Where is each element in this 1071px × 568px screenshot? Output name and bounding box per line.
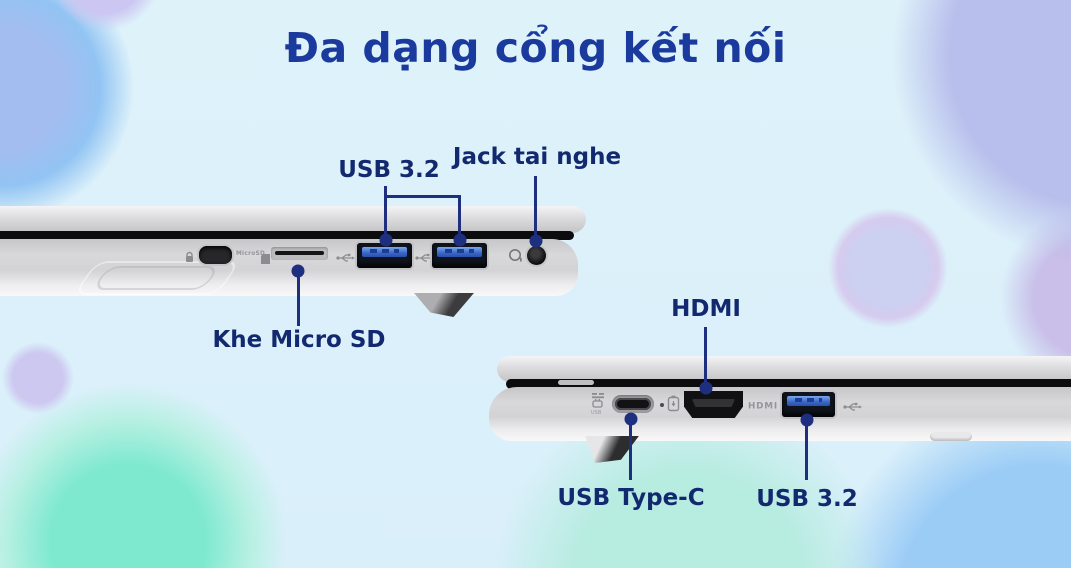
usb-a-port-2 [432, 243, 487, 268]
callout-line [458, 195, 461, 237]
microsd-card-slot [271, 247, 328, 260]
usb-a-port-3 [782, 392, 835, 417]
usb-c-port [612, 395, 654, 413]
chassis-emboss [91, 266, 221, 290]
usb-a-port-1 [357, 243, 412, 268]
label-usb-type-c: USB Type-C [557, 485, 705, 511]
hdmi-port [684, 391, 743, 418]
callout-dot [699, 381, 713, 395]
left-laptop-screen-gap [0, 231, 574, 240]
label-usb-3-2-right: USB 3.2 [756, 486, 858, 512]
callout-line [805, 424, 808, 480]
callout-dot [453, 233, 467, 247]
label-microsd-slot: Khe Micro SD [212, 327, 386, 353]
usb-trident-icon [336, 249, 355, 268]
rubber-foot [414, 293, 474, 317]
label-headphone-jack: Jack tai nghe [452, 144, 622, 170]
headset-icon [507, 247, 525, 269]
sd-card-icon [261, 249, 270, 268]
callout-dot [379, 233, 393, 247]
right-laptop-screen-gap [506, 379, 1071, 389]
kensington-lock-slot [199, 246, 232, 264]
callout-dot [529, 234, 543, 248]
charging-port-icon: USB [590, 393, 606, 419]
bottom-foot-bump [930, 432, 972, 441]
microsd-print: MicroSD [236, 250, 266, 257]
callout-line [384, 195, 461, 198]
callout-dot [624, 412, 638, 426]
callout-line [384, 186, 387, 197]
left-laptop-lid [0, 206, 586, 233]
kensington-lock-icon [184, 249, 195, 268]
right-laptop-body [489, 387, 1071, 441]
usb-trident-icon [843, 398, 862, 417]
headphone-jack [527, 246, 546, 265]
callout-line [704, 327, 707, 385]
label-usb-3-2-left: USB 3.2 [338, 157, 440, 183]
callout-line [629, 423, 632, 480]
callout-dot [800, 413, 814, 427]
status-led [660, 403, 664, 407]
svg-text:USB: USB [591, 410, 602, 415]
callout-line [384, 195, 387, 237]
callout-dot [291, 264, 305, 278]
hdmi-print: HDMI [748, 400, 778, 411]
callout-line [534, 176, 537, 238]
hinge-latch [558, 380, 594, 385]
battery-status-icon [667, 395, 680, 417]
callout-line [297, 274, 300, 326]
page-title: Đa dạng cổng kết nối [284, 24, 787, 72]
right-laptop-lid [497, 356, 1071, 382]
label-hdmi: HDMI [671, 296, 741, 322]
